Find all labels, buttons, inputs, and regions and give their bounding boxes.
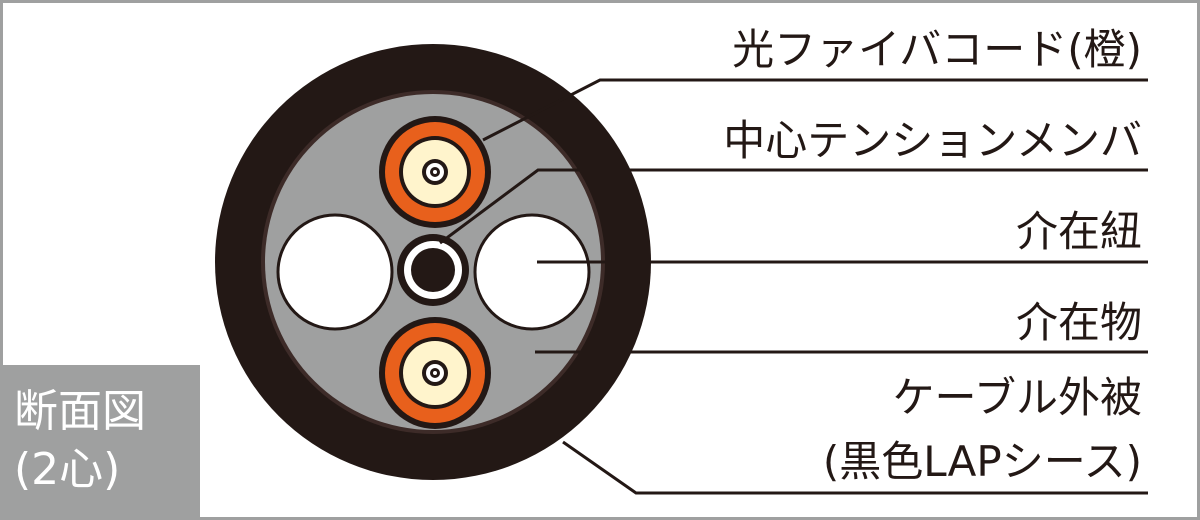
- fiber-cord-bottom: [379, 317, 491, 429]
- tension-member-core: [411, 248, 455, 292]
- label-filler-string: 介在紐: [1016, 207, 1142, 256]
- leader-line-tension-member: [439, 168, 1148, 245]
- leader-lines: [439, 78, 1148, 495]
- filler-string-left: [276, 213, 394, 331]
- label-central-tension-member: 中心テンションメンバ: [723, 116, 1142, 165]
- fiber-cord-top: [379, 116, 491, 228]
- callout-labels: 光ファイバコード(橙) 中心テンションメンバ 介在紐 介在物 ケーブル外被 (黒…: [723, 25, 1142, 486]
- cross-section-badge: 断面図 (2心): [0, 365, 200, 517]
- filler-string-right: [473, 213, 591, 331]
- label-outer-sheath-line2: (黒色LAPシース): [823, 437, 1142, 486]
- badge-title: 断面図: [14, 386, 146, 437]
- leader-line-fiber-cord: [482, 78, 1148, 142]
- cable-body: [215, 44, 651, 480]
- badge-core-count: (2心): [14, 444, 121, 495]
- label-optical-fiber-cord: 光ファイバコード(橙): [732, 25, 1142, 74]
- label-filler: 介在物: [1016, 298, 1142, 347]
- leader-line-outer-sheath: [562, 440, 1148, 495]
- label-outer-sheath-line1: ケーブル外被: [893, 373, 1142, 422]
